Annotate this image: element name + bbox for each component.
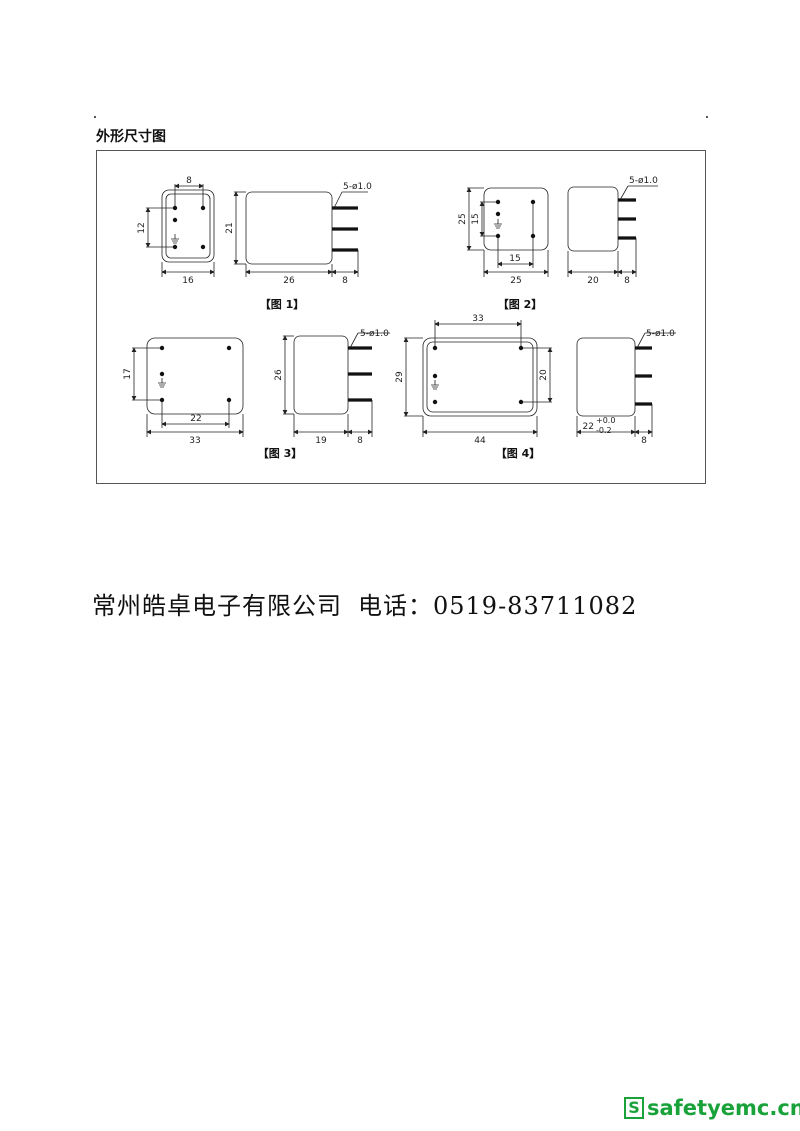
fig3-pin-pitch: 22 xyxy=(190,414,201,424)
figure-2 xyxy=(466,185,658,277)
fig3-pin-length: 8 xyxy=(357,436,363,446)
dimension-drawings: 8 12 16 21 26 8 5-ø1.0 【图 1】 25 15 15 25… xyxy=(123,176,676,460)
fig3-top-view xyxy=(146,337,244,415)
fig1-width: 16 xyxy=(182,276,194,286)
fig4-pin-spec: 5-ø1.0 xyxy=(646,329,675,339)
fig2-row-pitch: 15 xyxy=(471,213,481,224)
fig4-pin-pitch: 33 xyxy=(472,314,483,324)
fig4-tolerance-minus: -0.2 xyxy=(596,426,612,435)
fig4-row-pitch: 20 xyxy=(539,369,549,381)
fig2-width: 25 xyxy=(510,276,521,286)
fig2-pin-pitch: 15 xyxy=(509,254,520,264)
drawing-frame xyxy=(96,150,706,484)
fig4-length: 22 xyxy=(583,422,594,432)
fig2-length: 20 xyxy=(587,276,599,286)
watermark-s-icon: S xyxy=(624,1097,644,1119)
fig4-caption: 【图 4】 xyxy=(496,447,540,460)
section-title: 外形尺寸图 xyxy=(96,129,166,145)
figure-1 xyxy=(145,183,368,277)
fig4-width: 44 xyxy=(474,436,486,446)
fig1-row-pitch: 12 xyxy=(137,222,147,233)
fig3-caption: 【图 3】 xyxy=(258,447,302,460)
watermark-text: safetyemc.cn xyxy=(647,1096,800,1120)
company-line: 常州皓卓电子有限公司电话：0519-83711082 xyxy=(92,586,637,621)
fig3-side-view xyxy=(293,335,349,415)
fig2-caption: 【图 2】 xyxy=(498,298,542,311)
fig3-width: 33 xyxy=(189,436,200,446)
fig1-pin-length: 8 xyxy=(342,276,348,286)
figure-3 xyxy=(131,332,390,437)
fig1-caption: 【图 1】 xyxy=(260,298,304,311)
fig3-height: 26 xyxy=(274,369,284,381)
fig1-pin-pitch: 8 xyxy=(186,176,192,186)
fig3-length: 19 xyxy=(315,436,327,446)
fig4-pin-length: 8 xyxy=(641,436,647,446)
fig4-tolerance-plus: +0.0 xyxy=(596,416,615,425)
watermark-logo: S safetyemc.cn xyxy=(624,1094,800,1122)
fig2-side-view xyxy=(567,186,619,252)
corner-mark-left xyxy=(94,116,96,118)
pin-holes xyxy=(159,199,536,405)
company-phone: 电话：0519-83711082 xyxy=(358,592,638,620)
fig2-height: 25 xyxy=(458,213,468,224)
fig1-height: 21 xyxy=(225,222,235,233)
fig2-pin-spec: 5-ø1.0 xyxy=(629,176,658,186)
fig1-side-view xyxy=(245,191,333,265)
fig3-row-pitch: 17 xyxy=(123,368,133,379)
fig1-pin-spec: 5-ø1.0 xyxy=(343,182,372,192)
fig1-top-view xyxy=(161,189,215,263)
fig4-top-view xyxy=(422,337,538,417)
company-name: 常州皓卓电子有限公司 xyxy=(92,592,342,620)
fig2-top-view xyxy=(483,187,549,251)
fig1-length: 26 xyxy=(283,276,295,286)
figure-4 xyxy=(403,320,676,437)
fig3-pin-spec: 5-ø1.0 xyxy=(360,329,389,339)
fig4-height: 29 xyxy=(395,371,405,383)
fig4-side-view xyxy=(576,337,636,417)
corner-mark-right xyxy=(706,116,708,118)
fig2-pin-length: 8 xyxy=(624,276,630,286)
